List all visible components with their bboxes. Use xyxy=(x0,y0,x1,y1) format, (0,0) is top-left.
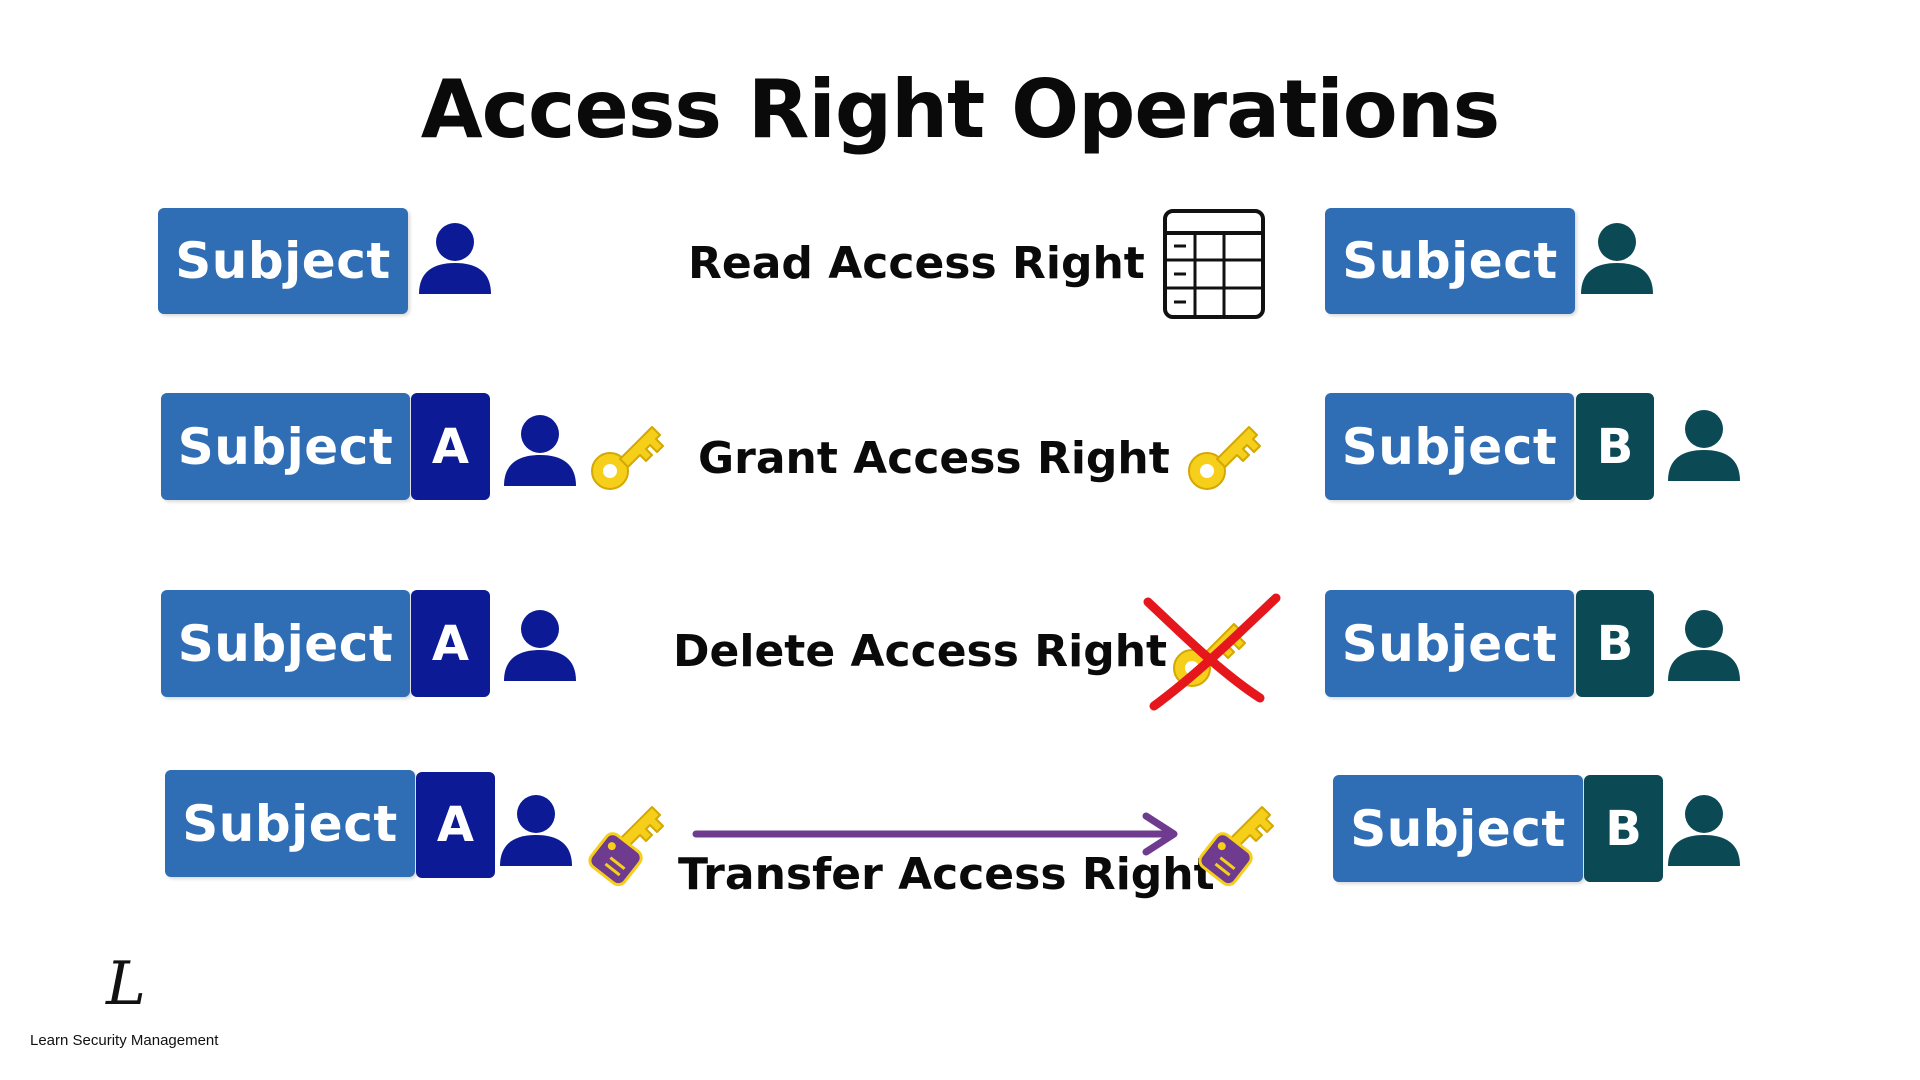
person-icon xyxy=(1668,410,1740,481)
operation-label-transfer: Transfer Access Right xyxy=(678,849,1215,900)
operation-label-read: Read Access Right xyxy=(688,238,1145,289)
person-icon xyxy=(419,223,491,294)
subject-label-a: A xyxy=(411,590,490,697)
subject-box: Subject xyxy=(158,208,408,314)
brand-logo-letter: L xyxy=(105,949,146,1019)
subject-box: Subject xyxy=(1325,590,1574,697)
brand-name: Learn Security Management xyxy=(30,1032,219,1049)
subject-box: Subject xyxy=(161,590,410,697)
subject-box: Subject xyxy=(1333,775,1583,882)
person-icon xyxy=(500,795,572,866)
key-icon xyxy=(591,426,664,490)
table-icon xyxy=(1163,209,1265,319)
person-icon xyxy=(504,415,576,486)
person-icon xyxy=(1581,223,1653,294)
subject-box: Subject xyxy=(161,393,410,500)
page-title: Access Right Operations xyxy=(420,63,1501,156)
subject-label-a: A xyxy=(416,772,495,878)
key-tag-icon xyxy=(585,805,665,890)
subject-label-b: B xyxy=(1584,775,1663,882)
key-icon xyxy=(1188,426,1261,490)
arrow-icon xyxy=(692,812,1178,856)
person-icon xyxy=(1668,795,1740,866)
brand-logo: L xyxy=(105,949,146,1019)
person-icon xyxy=(504,610,576,681)
subject-label-a: A xyxy=(411,393,490,500)
cross-icon xyxy=(1143,593,1281,711)
subject-label-b: B xyxy=(1576,393,1654,500)
subject-box: Subject xyxy=(165,770,415,877)
subject-label-b: B xyxy=(1576,590,1654,697)
subject-box: Subject xyxy=(1325,393,1574,500)
operation-label-grant: Grant Access Right xyxy=(698,433,1170,484)
person-icon xyxy=(1668,610,1740,681)
subject-box: Subject xyxy=(1325,208,1575,314)
key-tag-icon xyxy=(1195,805,1275,890)
operation-label-delete: Delete Access Right xyxy=(673,626,1168,677)
